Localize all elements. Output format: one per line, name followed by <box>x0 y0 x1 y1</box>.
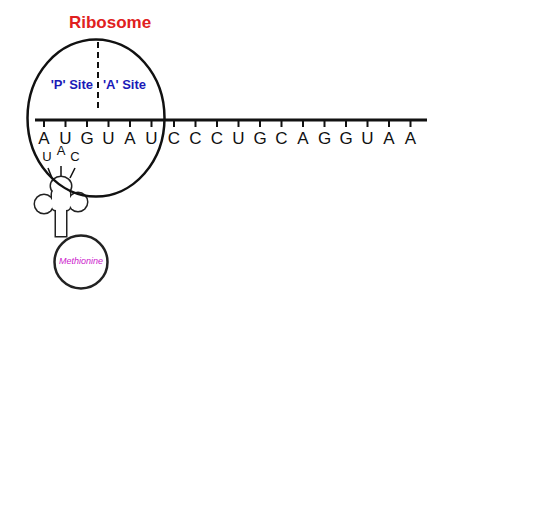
site-label: 'P' Site <box>51 78 93 92</box>
amino-acid-circle: Methionine <box>53 234 109 290</box>
anticodon-base: U <box>42 150 51 164</box>
mrna-tick <box>238 120 240 127</box>
mrna-tick <box>281 120 283 127</box>
mrna-tick <box>129 120 131 127</box>
mrna-base: G <box>253 130 266 149</box>
mrna-tick <box>345 120 347 127</box>
ribosome-heading: Ribosome <box>69 14 151 33</box>
mrna-tick <box>86 120 88 127</box>
mrna-tick <box>195 120 197 127</box>
mrna-tick <box>367 120 369 127</box>
mrna-ticks <box>44 120 411 127</box>
mrna-base: C <box>189 130 201 149</box>
mrna-tick <box>65 120 67 127</box>
anticodon-tick <box>60 166 62 176</box>
mrna-tick <box>43 120 45 127</box>
amino-acid-name: Methionine <box>59 257 103 267</box>
anticodon-base: C <box>70 150 79 164</box>
mrna-tick <box>410 120 412 127</box>
mrna-base: A <box>38 130 49 149</box>
mrna-tick <box>388 120 390 127</box>
ribosome-outline <box>28 40 165 197</box>
mrna-base: A <box>297 130 308 149</box>
mrna-base: C <box>168 130 180 149</box>
node-outline <box>26 38 166 198</box>
site-divider <box>97 42 99 108</box>
mrna-base: C <box>211 130 223 149</box>
mrna-base: U <box>145 130 157 149</box>
mrna-base: U <box>361 130 373 149</box>
site-label: 'A' Site <box>103 78 146 92</box>
mrna-tick <box>259 120 261 127</box>
mrna-base: G <box>80 130 93 149</box>
mrna-base: A <box>383 130 394 149</box>
mrna-tick <box>302 120 304 127</box>
amino-acid-outline <box>55 236 108 289</box>
anticodon-base: A <box>57 144 66 158</box>
mrna-base: C <box>275 130 287 149</box>
mrna-base: G <box>318 130 331 149</box>
mrna-base: A <box>405 130 416 149</box>
mrna-base: U <box>232 130 244 149</box>
mrna-tick <box>216 120 218 127</box>
mrna-tick <box>108 120 110 127</box>
ribosome-circle: Ribosome'P' Site'A' Site <box>26 38 166 198</box>
mrna-tick <box>151 120 153 127</box>
mrna-tick <box>173 120 175 127</box>
anticodon-tick <box>70 168 75 178</box>
mrna-tick <box>324 120 326 127</box>
mrna-base: A <box>124 130 135 149</box>
mrna-base: U <box>102 130 114 149</box>
mrna-base: G <box>339 130 352 149</box>
